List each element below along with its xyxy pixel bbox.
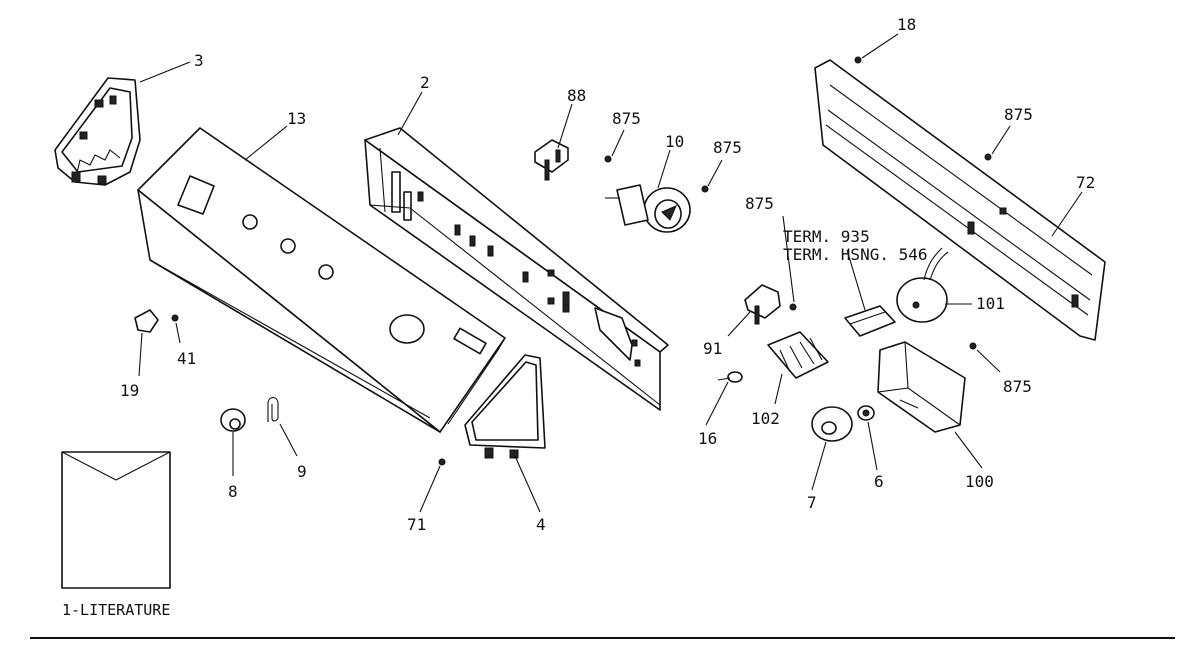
part-102-terminal-block [767,331,829,379]
part-13-console-panel [137,127,506,433]
part-6-spring [857,405,875,421]
callout-875a: 875 [612,109,641,128]
callout-88: 88 [567,86,586,105]
callout-41: 41 [177,349,196,368]
callout-19: 19 [120,381,139,400]
screw-icons [438,56,992,466]
callout-71: 71 [407,515,426,534]
literature-envelope-icon [61,451,171,589]
callout-2: 2 [420,73,430,92]
callout-labels: 3 2 13 88 875 10 875 18 875 72 875 TERM.… [120,15,1095,534]
callout-101: 101 [976,294,1005,313]
part-16-lamp [717,371,743,383]
callout-term-935: TERM. 935 [783,227,870,246]
part-8-knob [220,408,246,432]
callout-18: 18 [897,15,916,34]
callout-10: 10 [665,132,684,151]
callout-100: 100 [965,472,994,491]
terminal-housing [844,305,896,337]
part-4-right-end-cap [464,354,546,459]
part-3-left-end-cap [54,77,141,186]
callout-3: 3 [194,51,204,70]
part-101-timer-motor [896,247,949,323]
part-88-switch [534,139,569,181]
callout-875b: 875 [713,138,742,157]
callout-13: 13 [287,109,306,128]
callout-91: 91 [703,339,722,358]
leader-lines [138,33,1083,513]
part-41-screw [171,314,179,322]
part-19-knob [134,309,159,333]
callout-16: 16 [698,429,717,448]
callout-9: 9 [297,462,307,481]
literature-label: 1-LITERATURE [62,601,170,619]
callout-875c: 875 [1004,105,1033,124]
part-72-rear-panel [814,59,1106,341]
callout-875e: 875 [1003,377,1032,396]
part-91-switch [744,284,781,325]
callout-72: 72 [1076,173,1095,192]
part-10-pressure-switch [605,184,691,233]
part-2-control-bracket [364,127,669,411]
callout-4: 4 [536,515,546,534]
callout-102: 102 [751,409,780,428]
callout-875d: 875 [745,194,774,213]
callout-6: 6 [874,472,884,491]
callout-term-hsng-546: TERM. HSNG. 546 [783,245,928,264]
callout-7: 7 [807,493,817,512]
part-7-knob [811,406,853,442]
part-9-clip [267,396,279,422]
callout-8: 8 [228,482,238,501]
part-100-timer [877,341,966,433]
